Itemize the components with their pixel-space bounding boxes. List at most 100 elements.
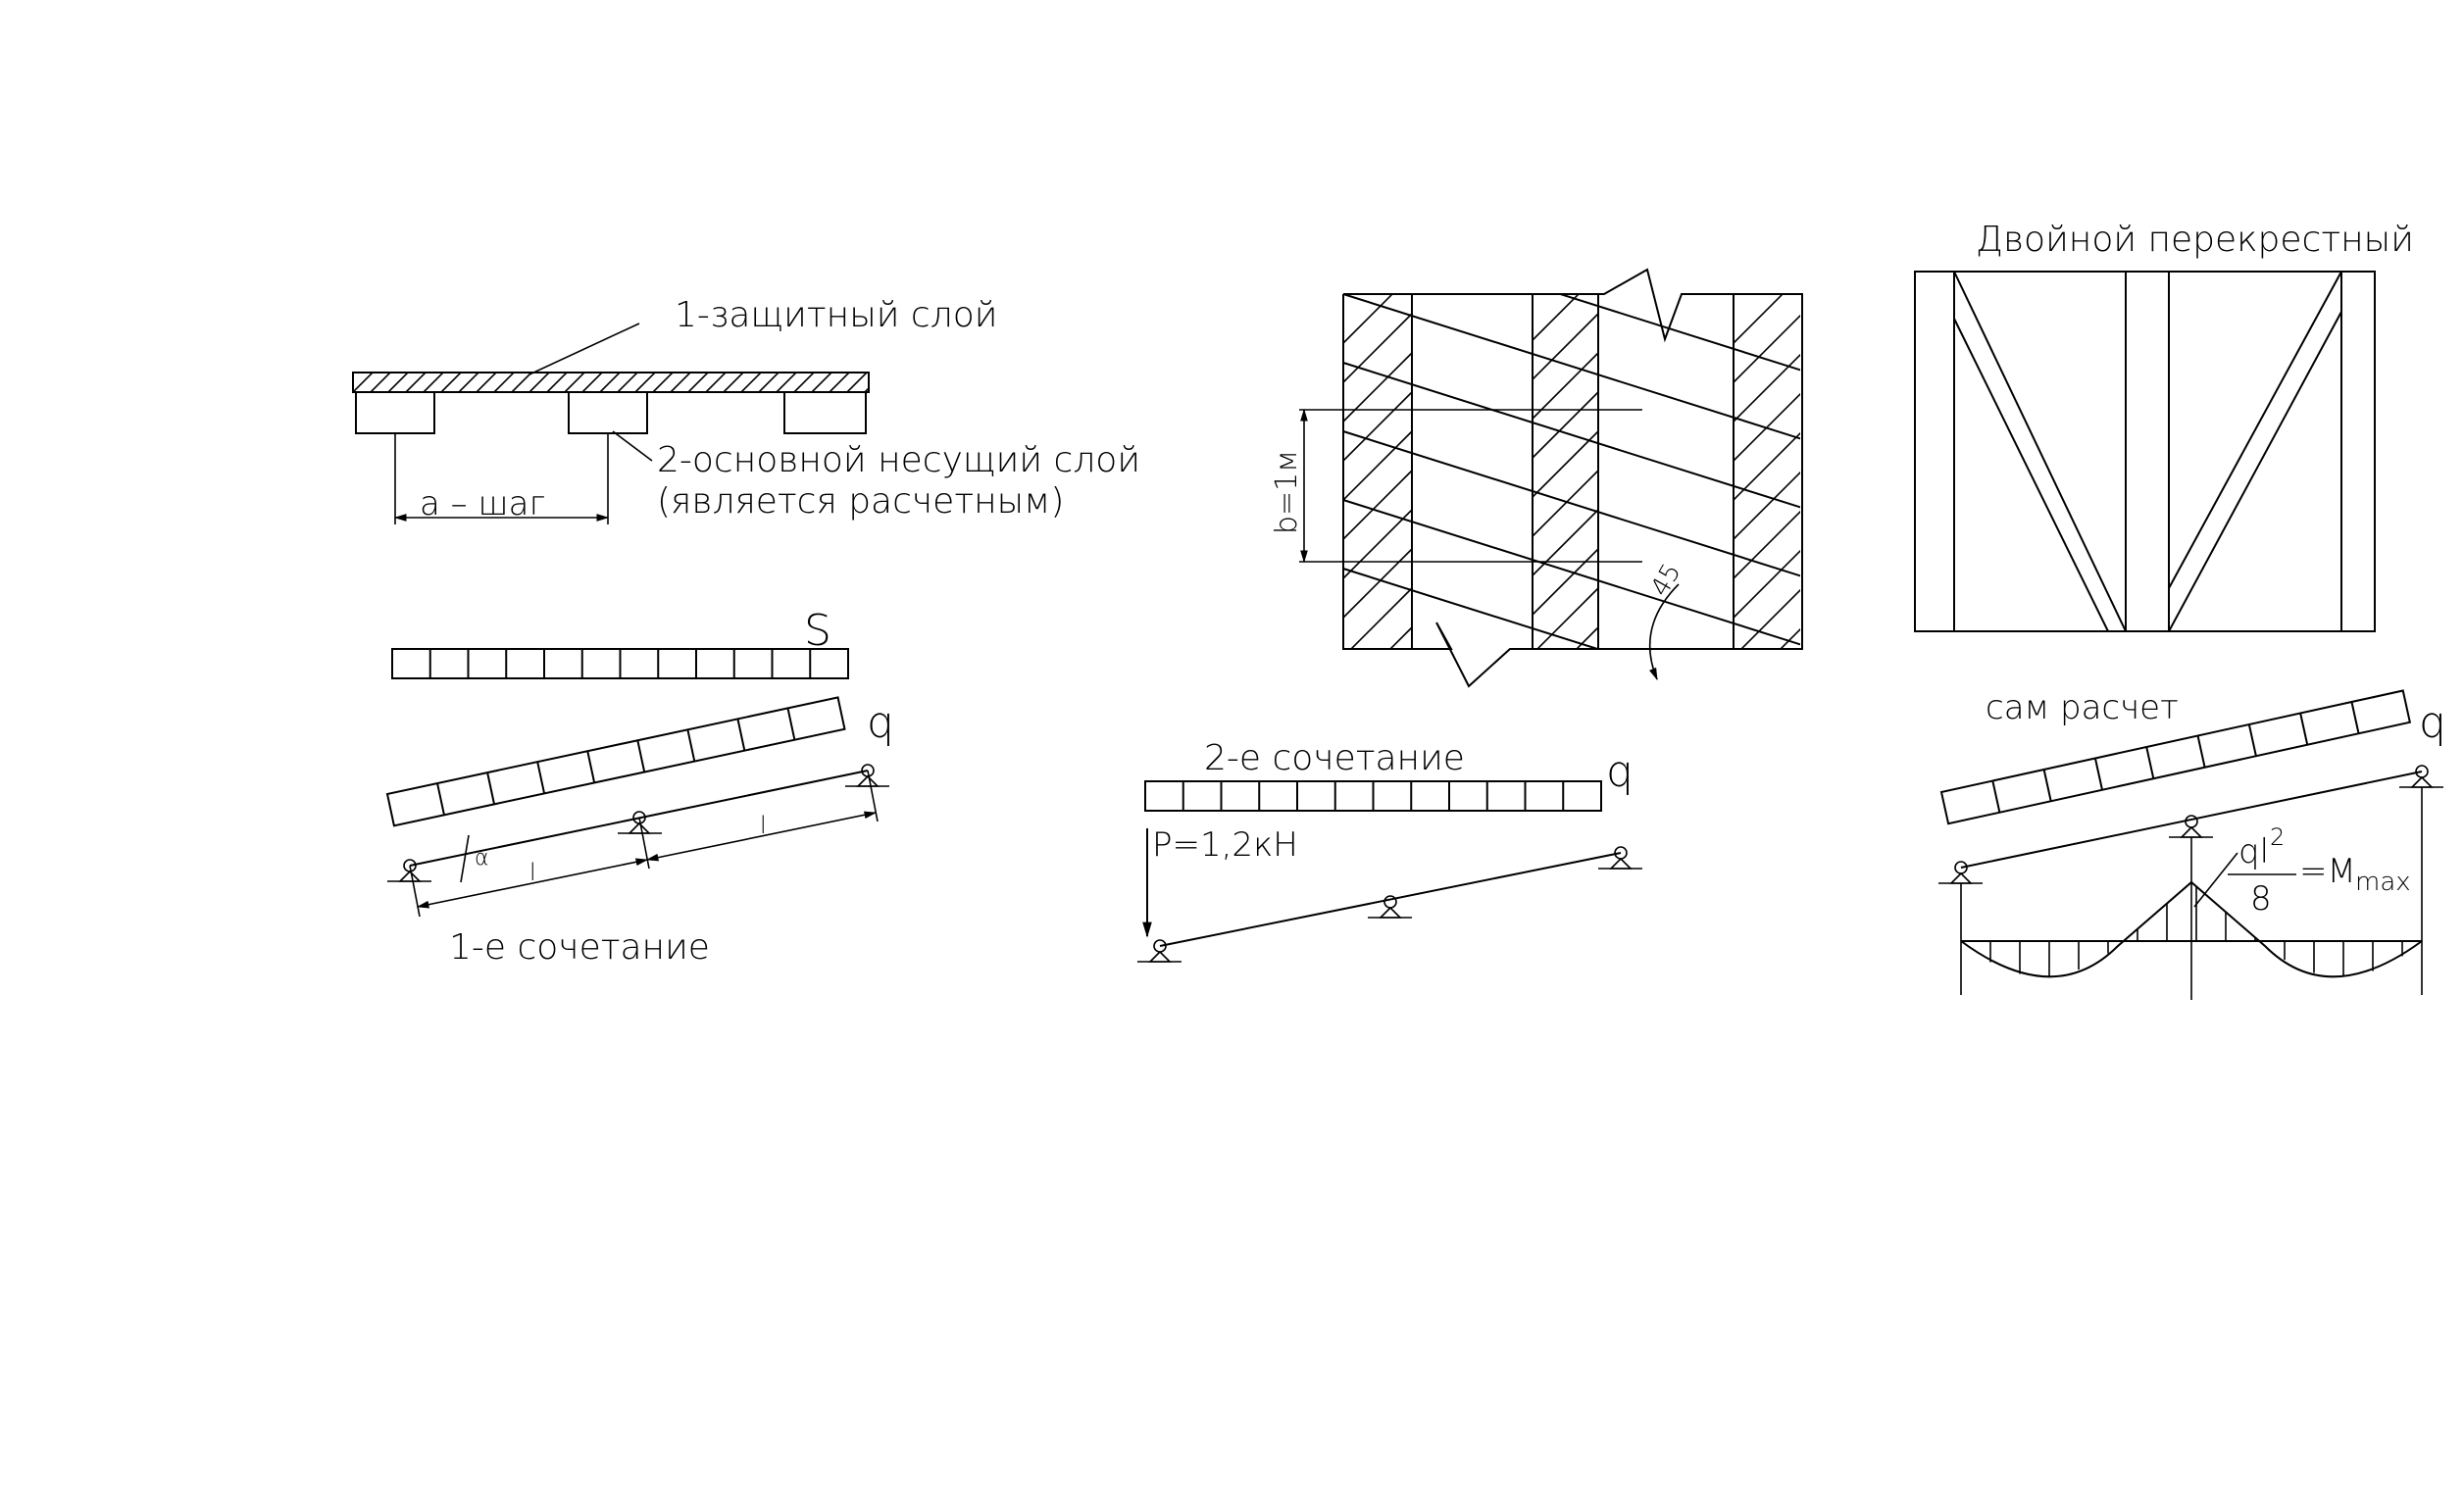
rafter-hatch-line bbox=[1575, 626, 1599, 649]
hatch-line bbox=[387, 373, 409, 392]
rafter-hatch-line bbox=[1535, 587, 1599, 649]
hatch-line bbox=[353, 373, 374, 392]
rafter-hatch-line bbox=[1532, 391, 1599, 459]
rafter-hatch-line bbox=[1342, 509, 1413, 579]
rafter-hatch-line bbox=[1342, 430, 1413, 501]
snow-load-symbol: S bbox=[804, 606, 831, 656]
hatch-line bbox=[370, 373, 391, 392]
main-layer-beam bbox=[568, 391, 648, 434]
rafter-hatch-line bbox=[1533, 667, 1598, 732]
rafter-hatch-line bbox=[1739, 588, 1800, 649]
rafter-hatch-line bbox=[1734, 667, 1802, 735]
rafter-hatch-line bbox=[1342, 548, 1413, 619]
formula-result: =M bbox=[2299, 852, 2356, 891]
distributed-load-bar bbox=[385, 696, 846, 827]
plan-outline-break bbox=[1342, 268, 1803, 688]
distributed-load-q bbox=[1939, 689, 2412, 825]
pin-support bbox=[845, 764, 889, 787]
diagonal-board bbox=[1953, 271, 2127, 632]
pin-support bbox=[2399, 765, 2443, 788]
main-layer-beam bbox=[783, 391, 867, 434]
load-division bbox=[2042, 769, 2052, 802]
hatch-line bbox=[493, 373, 515, 392]
snow-load-divisions bbox=[428, 649, 812, 678]
hatch-line bbox=[776, 373, 797, 392]
hatch-line bbox=[687, 373, 709, 392]
distributed-load-divisions bbox=[1991, 701, 2360, 813]
rafter-hatch-line bbox=[1532, 548, 1599, 616]
rafter-hatch-line bbox=[1342, 391, 1413, 462]
combination-2-label: 2-е сочетание bbox=[1204, 738, 1465, 778]
load-division bbox=[2350, 701, 2360, 734]
moment-hatching bbox=[1989, 886, 2403, 977]
hatch-line bbox=[634, 373, 656, 392]
load-division bbox=[536, 761, 546, 794]
hatch-line bbox=[405, 373, 427, 392]
distributed-load-divisions bbox=[1182, 781, 1565, 811]
pin-support bbox=[1598, 846, 1642, 870]
rafter-hatch-line bbox=[1532, 352, 1599, 420]
distributed-load-q bbox=[385, 696, 846, 827]
span-l-label: l bbox=[760, 812, 767, 839]
distributed-load-bar bbox=[1939, 689, 2412, 825]
hatch-line bbox=[758, 373, 779, 392]
rafter-hatch-line bbox=[1343, 667, 1412, 735]
hatch-line bbox=[440, 373, 462, 392]
hatch-line bbox=[705, 373, 727, 392]
load-division bbox=[2196, 735, 2206, 768]
combination-1-diagram: q l l α 1-е сочетание bbox=[385, 696, 894, 968]
load-division bbox=[786, 708, 796, 740]
rafter-line bbox=[1960, 771, 2423, 869]
angle-45-label: 45 bbox=[1645, 559, 1687, 602]
leader-line bbox=[612, 430, 653, 462]
deck-cross-section: 1-защитный слой 2-основной несущий слой … bbox=[352, 295, 1140, 524]
spacing-label: a – шаг bbox=[420, 484, 545, 523]
rafter-hatch-line bbox=[1733, 314, 1800, 383]
hatch-line bbox=[652, 373, 674, 392]
diagonal-boards bbox=[1342, 294, 1800, 649]
strip-width-label: b=1м bbox=[1270, 450, 1304, 534]
rafter-hatch-line bbox=[1733, 471, 1800, 540]
rafter-hatch-line bbox=[1733, 294, 1785, 344]
rafter-hatch-line bbox=[1733, 549, 1800, 619]
load-division bbox=[636, 740, 646, 772]
formula-subscript: max bbox=[2355, 868, 2411, 897]
calculation-diagram: сам расчет q ql 2 8 =M max bbox=[1938, 688, 2446, 1000]
combination-1-label: 1-е сочетание bbox=[449, 927, 710, 968]
pin-support bbox=[1368, 895, 1412, 919]
rafter-hatch-line bbox=[1342, 313, 1413, 383]
hatch-line bbox=[882, 373, 902, 392]
diagonal-board bbox=[2168, 271, 2342, 589]
rafter-hatch-line bbox=[1532, 509, 1599, 576]
rafter-hatch-line bbox=[1349, 587, 1413, 649]
rafter-hatch-line bbox=[1388, 626, 1413, 649]
load-division bbox=[2145, 746, 2155, 779]
angle-alpha-label: α bbox=[475, 846, 489, 871]
diagonal-board bbox=[1953, 318, 2109, 632]
load-division bbox=[486, 771, 496, 805]
panel-outline bbox=[1914, 271, 2376, 632]
hatch-line bbox=[846, 373, 868, 392]
hatch-line bbox=[564, 373, 585, 392]
load-division bbox=[2093, 758, 2103, 790]
angle-arc bbox=[1648, 583, 1680, 681]
load-division bbox=[686, 729, 696, 762]
double-cross-title: Двойной перекрестный bbox=[1976, 220, 2414, 260]
leader-line bbox=[528, 323, 640, 375]
rafter-hatch-line bbox=[1733, 431, 1800, 501]
hatch-line bbox=[811, 373, 832, 392]
rafter-hatch-line bbox=[1342, 294, 1394, 344]
pin-support bbox=[1137, 939, 1182, 963]
leader-line bbox=[2193, 852, 2238, 908]
rafter-hatch-line bbox=[1342, 470, 1413, 540]
hatch-line bbox=[511, 373, 532, 392]
load-division bbox=[2247, 723, 2257, 757]
formula-exponent: 2 bbox=[2270, 823, 2285, 851]
rafter-hatch-line bbox=[1733, 510, 1800, 579]
rafter-hatch-line bbox=[1532, 313, 1599, 380]
load-q-symbol: q bbox=[2419, 698, 2446, 748]
span-dimension bbox=[416, 858, 649, 909]
hatch-line bbox=[528, 373, 550, 392]
hatch-line bbox=[740, 373, 762, 392]
